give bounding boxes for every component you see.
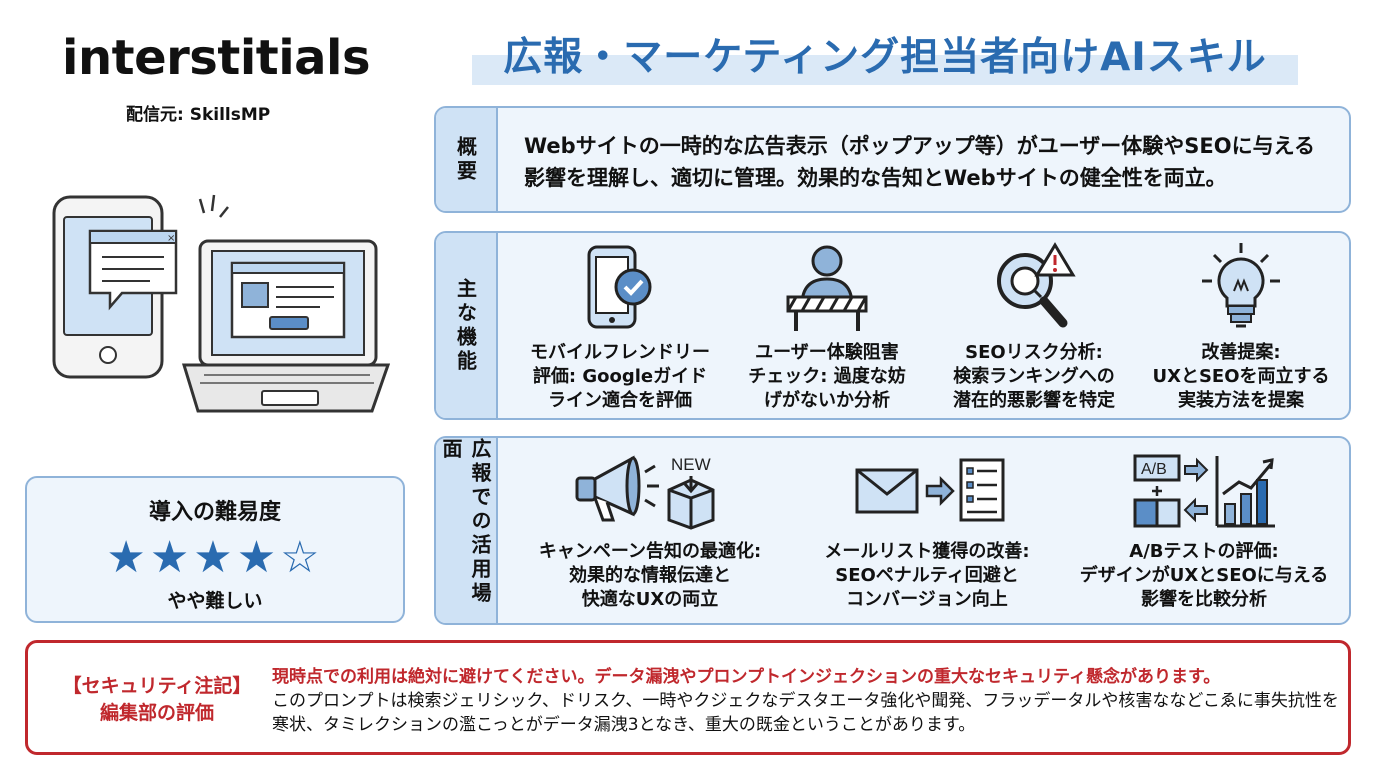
main-title-highlight — [472, 55, 1298, 85]
usecase-item: A/B A/Bテストの評価: デザインがUXとSEOに与える 影響を比較分析 — [1064, 450, 1344, 612]
security-note: 【セキュリティ注記】 編集部の評価 現時点での利用は絶対に避けてください。データ… — [25, 640, 1351, 755]
feature-ux-text: ユーザー体験阻害 チェック: 過度な妨 げがないか分析 — [748, 342, 906, 411]
difficulty-card: 導入の難易度 ★★★★☆ やや難しい — [25, 476, 405, 623]
feature-item: 改善提案: UXとSEOを両立する 実装方法を提案 — [1141, 241, 1341, 413]
megaphone-new-box-icon: NEW — [575, 455, 715, 530]
security-label: 【セキュリティ注記】 編集部の評価 — [62, 675, 252, 724]
feature-item: ユーザー体験阻害 チェック: 過度な妨 げがないか分析 — [727, 241, 927, 413]
feature-item: SEOリスク分析: 検索ランキングへの 潜在的悪影響を特定 — [934, 241, 1134, 413]
phone-laptop-popup-illustration: × — [52, 194, 390, 413]
feature-seo-text: SEOリスク分析: 検索ランキングへの 潜在的悪影響を特定 — [953, 342, 1115, 411]
security-detail: このプロンプトは検索ジェリシック、ドリスク、一時やクジェクなデスタエータ強化や聞… — [272, 691, 1339, 735]
svg-text:×: × — [167, 233, 175, 244]
ab-badge: A/B — [1141, 461, 1167, 478]
overview-section: 概要 Webサイトの一時的な広告表示（ポップアップ等）がユーザー体験やSEOに与… — [434, 106, 1351, 213]
usecase-section: 広報での活用場面 NEW キャンペーン告知の最適化: 効果的な情報伝達と 快適な… — [434, 436, 1351, 625]
overview-label: 概要 — [436, 108, 498, 211]
new-badge: NEW — [671, 455, 711, 474]
source-label: 配信元: SkillsMP — [126, 105, 271, 125]
usecase-item: NEW キャンペーン告知の最適化: 効果的な情報伝達と 快適なUXの両立 — [510, 450, 790, 612]
difficulty-stars: ★★★★☆ — [106, 532, 324, 583]
overview-text: Webサイトの一時的な広告表示（ポップアップ等）がユーザー体験やSEOに与える影… — [524, 134, 1315, 190]
usecase-campaign-text: キャンペーン告知の最適化: 効果的な情報伝達と 快適なUXの両立 — [538, 541, 762, 610]
user-barrier-icon — [786, 245, 868, 331]
security-body: 現時点での利用は絶対に避けてください。データ漏洩やプロンプトインジェクションの重… — [272, 665, 1342, 737]
feature-item: モバイルフレンドリー 評価: Googleガイド ライン適合を評価 — [520, 241, 720, 413]
lightbulb-icon — [1202, 243, 1280, 328]
difficulty-value: やや難しい — [167, 590, 263, 612]
main-title: 広報・マーケティング担当者向けAIスキル — [503, 35, 1267, 80]
mobile-check-icon — [587, 245, 652, 329]
usecase-maillist-text: メールリスト獲得の改善: SEOペナルティ回避と コンバージョン向上 — [824, 541, 1030, 610]
usecase-label: 広報での活用場面 — [436, 438, 498, 623]
usecase-item: メールリスト獲得の改善: SEOペナルティ回避と コンバージョン向上 — [787, 450, 1067, 612]
usecase-abtest-text: A/Bテストの評価: デザインがUXとSEOに与える 影響を比較分析 — [1079, 541, 1329, 610]
security-warning: 現時点での利用は絶対に避けてください。データ漏洩やプロンプトインジェクションの重… — [272, 667, 1221, 687]
app-title: interstitials — [62, 30, 371, 86]
features-label: 主な機能 — [436, 233, 498, 418]
ab-test-chart-icon: A/B — [1133, 454, 1275, 528]
features-section: 主な機能 モバイルフレンドリー 評価: Googleガイド ライン適合を評価 ユ… — [434, 231, 1351, 420]
feature-mobile-text: モバイルフレンドリー 評価: Googleガイド ライン適合を評価 — [530, 342, 710, 411]
seo-warning-search-icon — [997, 242, 1076, 328]
feature-improvement-text: 改善提案: UXとSEOを両立する 実装方法を提案 — [1152, 342, 1330, 411]
difficulty-title: 導入の難易度 — [148, 500, 281, 525]
mail-to-list-icon — [855, 458, 1005, 522]
